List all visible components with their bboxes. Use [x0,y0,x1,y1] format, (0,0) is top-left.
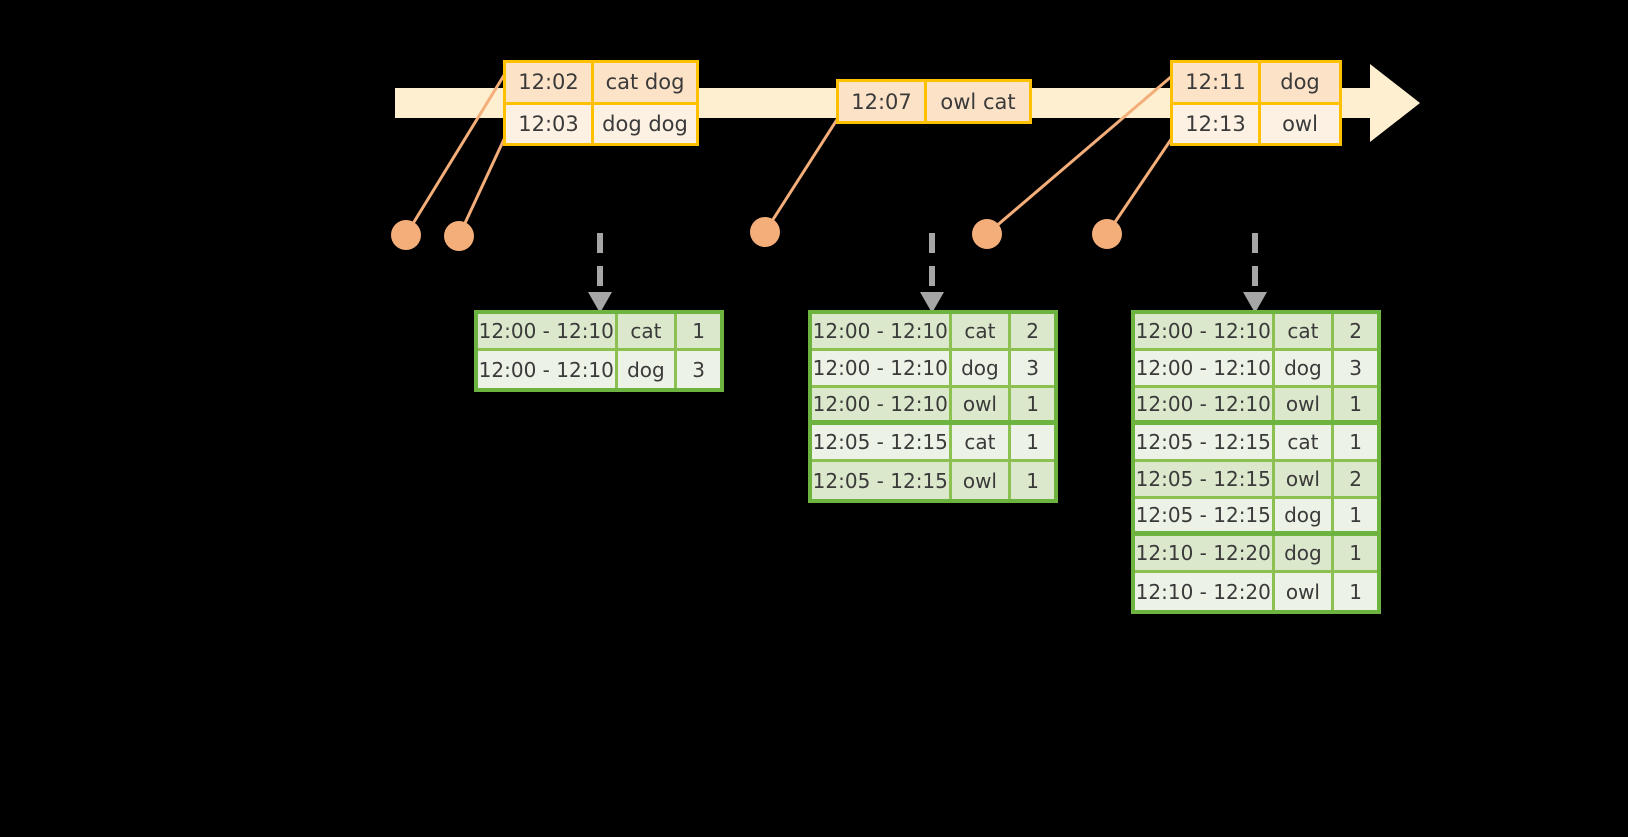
table-cell-word: dog [951,351,1012,385]
table-cell-word: cat [1274,425,1335,459]
event-group-3[interactable]: 12:11 dog 12:13 owl [1170,60,1342,146]
event-time: 12:03 [506,104,594,143]
event-row[interactable]: 12:13 owl [1173,101,1339,143]
dashed-arrow-1 [588,233,612,313]
table-cell-window: 12:00 - 12:10 [1135,351,1275,385]
table-cell-word: cat [617,314,678,348]
table-cell-count: 3 [1334,351,1377,385]
event-words: cat dog [594,63,696,102]
table-cell-window: 12:00 - 12:10 [478,351,618,388]
connector-line-5 [1105,137,1174,235]
table-cell-window: 12:05 - 12:15 [812,425,952,459]
event-time: 12:07 [839,82,927,121]
table-cell-count: 1 [1334,499,1377,531]
event-words: owl cat [927,82,1029,121]
table-cell-count: 1 [1334,573,1377,610]
table-cell-word: cat [951,425,1012,459]
event-dot-1 [391,220,421,250]
event-dot-4 [972,219,1002,249]
dashed-arrow-2 [920,233,944,313]
connector-line-2 [457,134,508,237]
table-cell-count: 2 [1334,462,1377,496]
connector-line-1 [404,71,508,236]
table-cell-word: dog [1274,536,1335,570]
table-cell-word: cat [951,314,1012,348]
table-cell-window: 12:10 - 12:20 [1135,573,1275,610]
table-cell-count: 1 [1011,425,1054,459]
table-cell-count: 1 [1334,536,1377,570]
table-cell-window: 12:05 - 12:15 [812,462,952,499]
event-dot-2 [444,221,474,251]
event-dot-3 [750,217,780,247]
table-cell-word: owl [1274,573,1335,610]
table-cell-count: 1 [1334,425,1377,459]
table-cell-window: 12:10 - 12:20 [1135,536,1275,570]
event-row[interactable]: 12:02 cat dog [506,63,696,102]
connector-line-3 [763,117,840,233]
table-cell-word: dog [1274,499,1335,531]
table-cell-window: 12:05 - 12:15 [1135,425,1275,459]
table-cell-word: dog [617,351,678,388]
table-cell-count: 1 [1334,388,1377,420]
event-time: 12:02 [506,63,594,102]
table-cell-count: 3 [677,351,720,388]
table-cell-word: owl [1274,388,1335,420]
event-words: owl [1261,104,1339,143]
table-cell-count: 3 [1011,351,1054,385]
table-cell-window: 12:00 - 12:10 [812,314,952,348]
table-cell-window: 12:00 - 12:10 [812,388,952,420]
event-dot-5 [1092,219,1122,249]
table-cell-count: 2 [1334,314,1377,348]
table-cell-window: 12:00 - 12:10 [812,351,952,385]
table-cell-count: 2 [1011,314,1054,348]
table-cell-count: 1 [1011,462,1054,499]
table-cell-window: 12:00 - 12:10 [1135,314,1275,348]
table-cell-window: 12:05 - 12:15 [1135,499,1275,531]
event-group-2[interactable]: 12:07 owl cat [836,79,1032,124]
table-cell-count: 1 [677,314,720,348]
event-words: dog dog [594,104,696,143]
dashed-arrows [588,233,1267,313]
table-cell-word: owl [951,388,1012,420]
table-cell-word: owl [1274,462,1335,496]
table-cell-window: 12:00 - 12:10 [478,314,618,348]
table-cell-window: 12:05 - 12:15 [1135,462,1275,496]
event-time: 12:13 [1173,104,1261,143]
table-cell-window: 12:00 - 12:10 [1135,388,1275,420]
event-row[interactable]: 12:07 owl cat [839,82,1029,121]
dashed-arrow-3 [1243,233,1267,313]
table-cell-word: dog [1274,351,1335,385]
table-cell-word: owl [951,462,1012,499]
event-time: 12:11 [1173,63,1261,102]
event-row[interactable]: 12:11 dog [1173,63,1339,102]
event-dots [391,217,1122,251]
table-cell-count: 1 [1011,388,1054,420]
event-row[interactable]: 12:03 dog dog [506,101,696,143]
table-cell-word: cat [1274,314,1335,348]
event-words: dog [1261,63,1339,102]
event-group-1[interactable]: 12:02 cat dog 12:03 dog dog [503,60,699,146]
